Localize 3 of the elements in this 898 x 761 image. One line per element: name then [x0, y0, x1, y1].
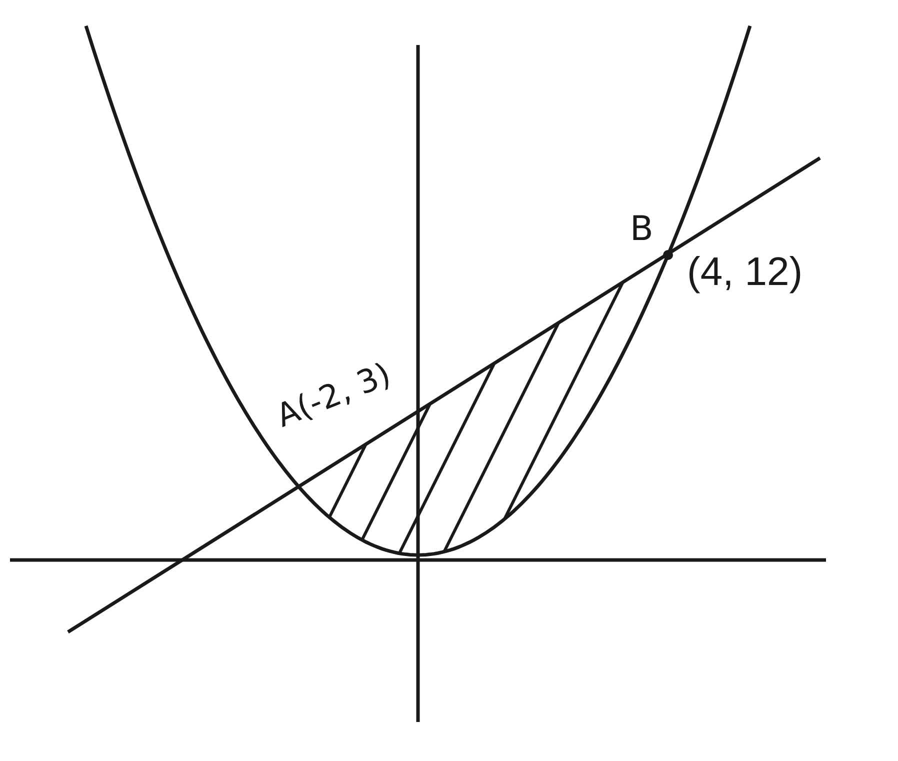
coordinate-label: (4, 12) — [687, 252, 803, 292]
point-coordinate-label: A(-2, 3) — [272, 358, 395, 432]
point-label: B — [630, 212, 654, 246]
